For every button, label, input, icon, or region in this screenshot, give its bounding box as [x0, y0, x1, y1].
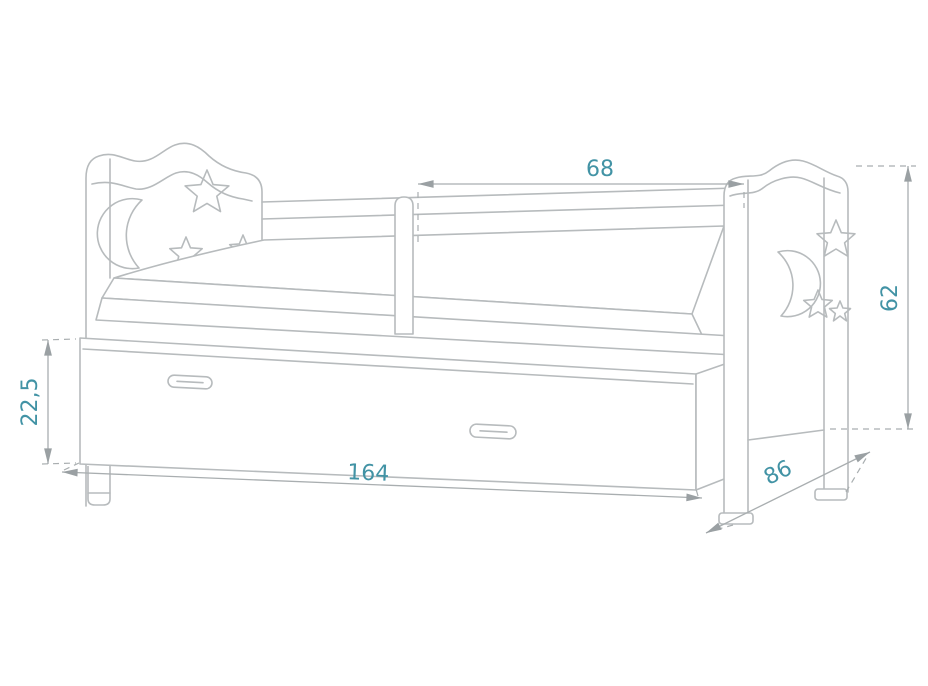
drawer-handle	[167, 374, 213, 390]
star-icon	[816, 219, 856, 257]
guard-rail	[261, 187, 737, 220]
headboard-outline	[85, 142, 263, 507]
guard-rail-top-edge	[261, 187, 737, 203]
dimension-label-bed-width: 86	[760, 456, 796, 491]
footboard-panel	[723, 159, 849, 517]
guard-rail-end-post	[394, 196, 414, 335]
star-icon	[828, 300, 852, 322]
moon-icon	[777, 249, 822, 318]
dimension-label-guardrail-length: 68	[586, 157, 614, 182]
extension-line	[41, 338, 77, 341]
drawer-handle	[469, 423, 517, 440]
dimension-label-bed-height: 62	[878, 284, 903, 312]
star-icon	[184, 169, 230, 213]
star-icon	[802, 289, 834, 318]
headboard-thickness-line	[91, 170, 253, 202]
leg-outline	[87, 466, 111, 506]
drawer-lid-line	[82, 348, 694, 385]
storage-drawer	[79, 337, 743, 491]
dimension-label-bed-length: 164	[347, 460, 390, 487]
drawer-handle-slot	[479, 430, 508, 434]
drawer-handle-slot	[176, 380, 204, 384]
footboard-back-foot	[814, 488, 848, 501]
dimension-label-drawer-height: 22,5	[18, 378, 43, 427]
dimension-line-bed-width	[705, 451, 871, 534]
guard-rail-bottom-edge	[261, 204, 737, 220]
footboard	[718, 159, 856, 525]
extension-line	[63, 462, 80, 471]
headboard-front-leg	[87, 466, 111, 506]
footboard-thickness-line	[729, 176, 841, 197]
extension-line	[845, 454, 869, 493]
extension-line	[41, 462, 77, 465]
moon-icon	[96, 197, 143, 270]
dimension-line-bed-length	[61, 468, 703, 502]
